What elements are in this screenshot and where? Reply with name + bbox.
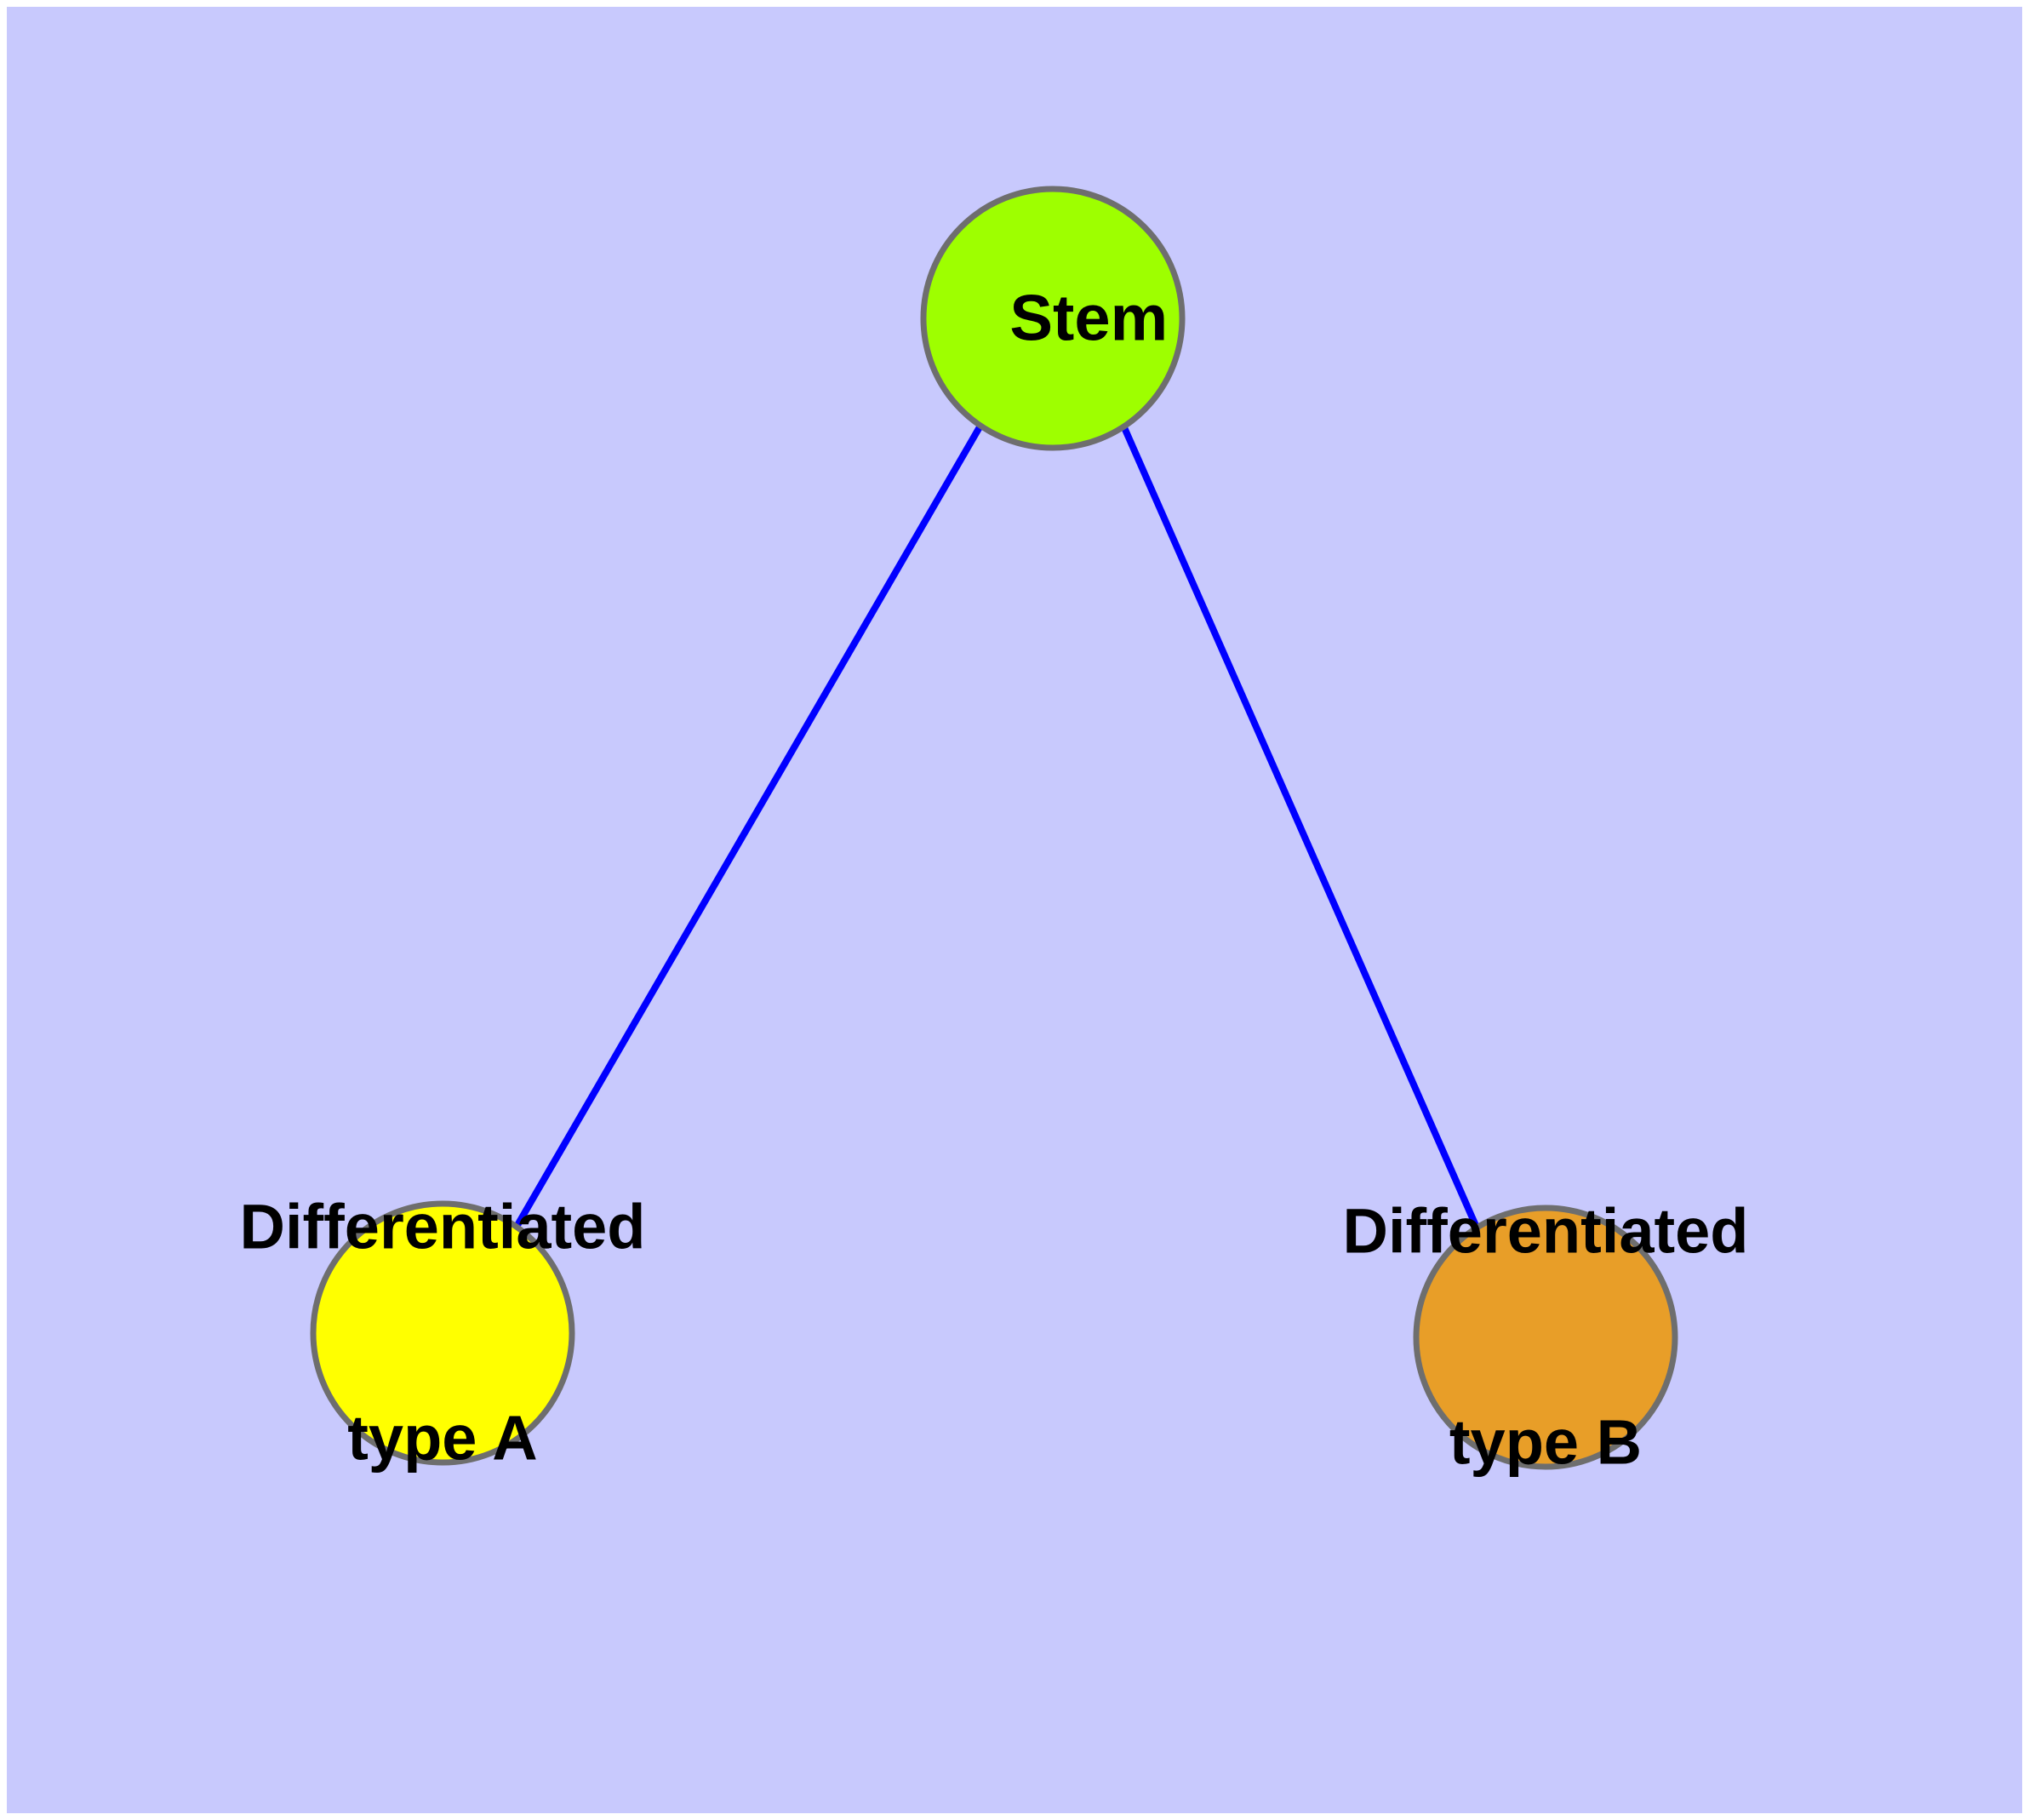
edge-layer xyxy=(513,423,1480,1229)
node-layer xyxy=(310,186,1678,1470)
node-stem[interactable] xyxy=(920,186,1186,451)
node-differentiated-type-b[interactable] xyxy=(1413,1205,1678,1470)
edge-stem-to-differentiated-type-b xyxy=(1120,424,1480,1229)
edge-stem-to-differentiated-type-a xyxy=(513,423,984,1229)
node-differentiated-type-a[interactable] xyxy=(310,1200,575,1466)
